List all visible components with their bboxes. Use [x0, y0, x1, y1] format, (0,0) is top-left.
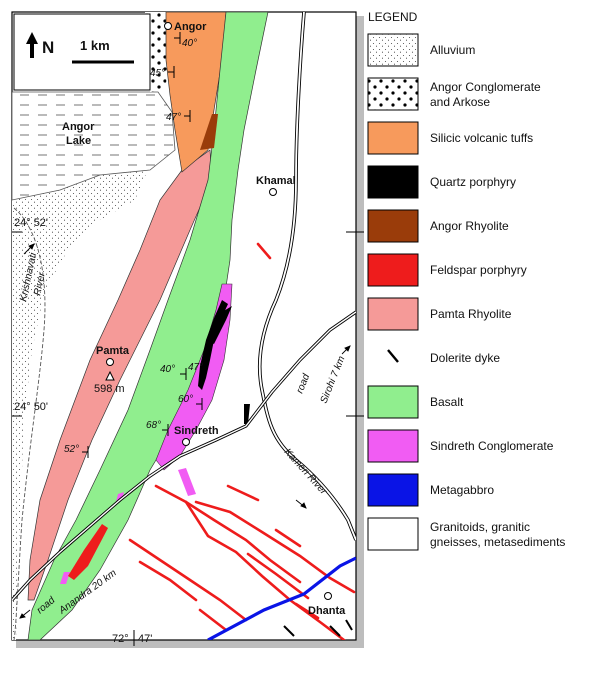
legend-item: Quartz porphyry [367, 165, 516, 199]
legend-label: Quartz porphyry [430, 175, 516, 189]
north-label: N [42, 38, 54, 57]
label-pamta: Pamta [96, 345, 130, 357]
north-scale-box [13, 13, 151, 91]
north-arrow-icon [26, 32, 38, 58]
legend-item: Alluvium [367, 33, 475, 67]
legend-swatch [367, 33, 419, 67]
pamta-rhyolite-unit [27, 149, 213, 601]
legend-swatch [367, 517, 419, 551]
legend-swatch [367, 165, 419, 199]
lon-label-47: 47' [138, 633, 152, 645]
metagabbro-band [207, 556, 356, 640]
legend-label: Pamta Rhyolite [430, 307, 512, 321]
quartz-porphyry-body-2 [244, 404, 250, 424]
legend-label: Granitoids, granitic [430, 520, 530, 534]
sindreth-lens-3 [60, 572, 70, 584]
dip-label-2: 45° [150, 68, 165, 79]
angor-marker [164, 22, 172, 30]
feldspar-porphyry-dykes [128, 242, 356, 640]
label-sindreth: Sindreth [174, 425, 219, 437]
legend-item: Feldspar porphyry [367, 253, 527, 287]
legend-item: Basalt [367, 385, 464, 419]
label-angor-lake-2: Lake [66, 135, 91, 147]
dip-label-8: 52° [64, 444, 79, 455]
legend-item: Angor Rhyolite [367, 209, 509, 243]
dip-label-5: 47° [188, 362, 203, 373]
alluvium-unit [12, 92, 170, 640]
angor-rhyolite-unit [200, 114, 218, 150]
legend-label: Dolerite dyke [430, 351, 500, 365]
pamta-marker [106, 358, 114, 366]
legend-item: Dolerite dyke [387, 349, 500, 365]
scale-label: 1 km [80, 38, 110, 53]
legend-swatch [367, 77, 419, 111]
dip-symbols [82, 32, 203, 458]
legend-item: Metagabbro [367, 473, 494, 507]
legend-swatch [367, 209, 419, 243]
feldspar-porphyry-lens [68, 524, 108, 580]
legend-label-line2: and Arkose [430, 95, 490, 109]
angor-conglomerate-unit [145, 12, 168, 92]
legend-label: Alluvium [430, 43, 475, 57]
sindreth-lens-1 [178, 468, 196, 496]
basalt-unit [27, 12, 269, 640]
legend-item: Pamta Rhyolite [367, 297, 512, 331]
dhanta-marker [324, 592, 332, 600]
legend-label: Angor Conglomerate [430, 80, 541, 94]
legend-swatch [367, 429, 419, 463]
lon-label-72: 72° [112, 633, 129, 645]
label-angor: Angor [174, 21, 207, 33]
legend-label: Sindreth Conglomerate [430, 439, 554, 453]
lat-label-24-52: 24° 52' [14, 217, 48, 229]
legend-swatch [367, 253, 419, 287]
legend-label: Metagabbro [430, 483, 494, 497]
label-khamal: Khamal [256, 175, 296, 187]
pamta-elevation-triangle [105, 370, 115, 381]
dip-label-3: 47° [166, 112, 181, 123]
legend-item: Silicic volcanic tuffs [367, 121, 533, 155]
quartz-porphyry-branch [206, 306, 232, 344]
legend-item: Sindreth Conglomerate [367, 429, 554, 463]
lat-label-24-50: 24° 50' [14, 401, 48, 413]
legend-label-line2: gneisses, metasediments [430, 535, 565, 549]
angor-lake [12, 91, 176, 201]
dip-label-1: 40° [182, 38, 197, 49]
dolerite-dykes [283, 619, 353, 637]
khamal-marker [269, 188, 277, 196]
label-krishnavati-river: River [32, 271, 48, 297]
quartz-porphyry-body-1 [198, 300, 228, 390]
legend-title: LEGEND [368, 10, 418, 24]
krishnavati-river [13, 207, 46, 640]
dip-label-7: 68° [146, 420, 161, 431]
legend-swatch [367, 385, 419, 419]
sindreth-marker [182, 438, 190, 446]
dip-label-6: 60° [178, 394, 193, 405]
legend-label: Silicic volcanic tuffs [430, 131, 533, 145]
label-dhanta: Dhanta [308, 605, 346, 617]
legend-swatch [387, 349, 399, 363]
legend-swatch [367, 297, 419, 331]
legend-swatch [367, 473, 419, 507]
label-angor-lake-1: Angor [62, 121, 95, 133]
label-pamta-elevation: 598 m [94, 383, 125, 395]
legend-label: Feldspar porphyry [430, 263, 527, 277]
legend-label: Basalt [430, 395, 464, 409]
dip-label-4: 40° [160, 364, 175, 375]
legend-swatch [367, 121, 419, 155]
legend-label: Angor Rhyolite [430, 219, 509, 233]
